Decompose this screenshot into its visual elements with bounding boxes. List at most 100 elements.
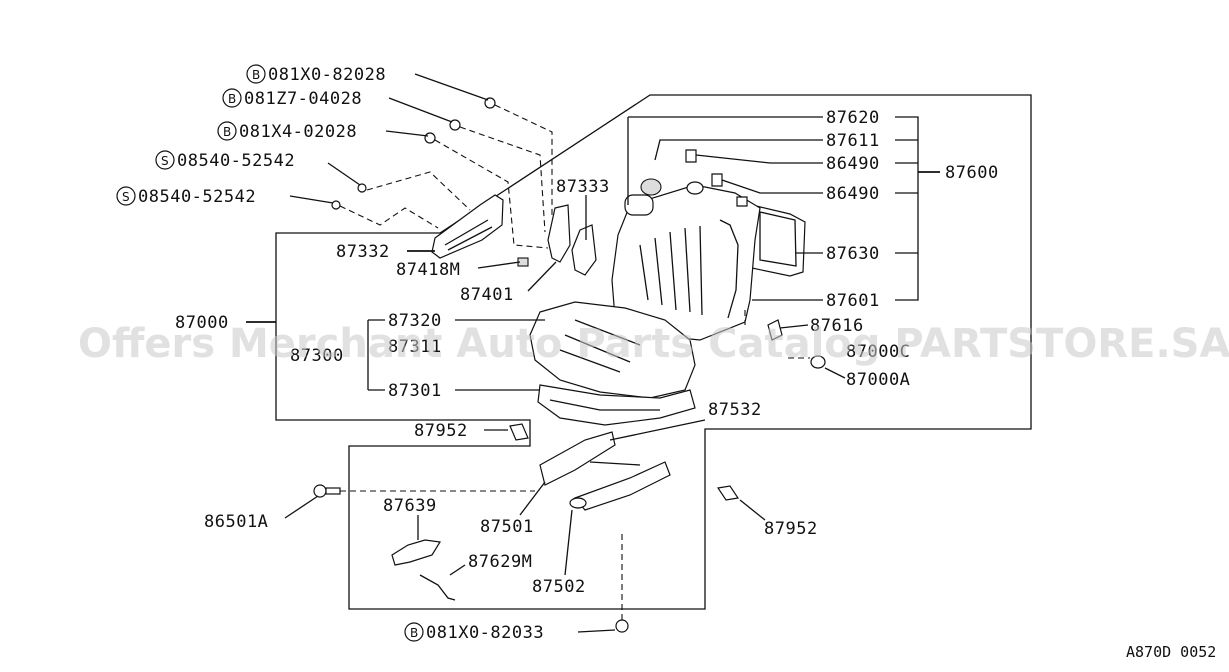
- label-86501A: 86501A: [204, 512, 268, 532]
- bracket-87300-ticks: [368, 319, 385, 391]
- clip-86490-a: [685, 149, 697, 163]
- leader-87418M: [477, 261, 521, 269]
- label-87502: 87502: [532, 577, 586, 597]
- label-87501: 87501: [480, 517, 534, 537]
- label-87630: 87630: [826, 244, 880, 264]
- lift-lever: [391, 539, 441, 566]
- label-s1: 08540-52542: [177, 151, 295, 171]
- bracket-87600-ticks: [895, 139, 918, 254]
- label-87952a: 87952: [414, 421, 468, 441]
- leader-s2: [289, 195, 334, 204]
- bolt-symbol-bottom: B: [404, 622, 424, 642]
- bolt-bottom: [615, 619, 629, 633]
- bolt-symbol-b3: B: [217, 121, 237, 141]
- reference-code: A870D 0052: [1126, 643, 1216, 661]
- label-b-bottom: 081X0-82033: [426, 623, 544, 643]
- bolt-b3: [424, 132, 436, 144]
- label-87401: 87401: [460, 285, 514, 305]
- bolt-b2: [449, 119, 461, 131]
- recliner-cover: [431, 194, 504, 259]
- label-87300: 87300: [290, 346, 344, 366]
- slide-rail-right: [573, 461, 671, 511]
- svg-text:B: B: [252, 68, 260, 82]
- watermark: Offers Merchant Auto Parts Catalog PARTS…: [78, 321, 1229, 367]
- label-86490a: 86490: [826, 154, 880, 174]
- clip-86490-c: [736, 196, 748, 207]
- label-87333: 87333: [556, 177, 610, 197]
- screw-symbol-s1: S: [155, 150, 175, 170]
- leader-86490a: [695, 154, 823, 164]
- label-87311: 87311: [388, 337, 442, 357]
- dash-b3: [434, 139, 549, 249]
- leader-87616: [779, 324, 809, 329]
- screw-symbol-s2: S: [116, 186, 136, 206]
- leader-b1: [414, 73, 489, 101]
- label-b1: 081X0-82028: [268, 65, 386, 85]
- label-87952b: 87952: [764, 519, 818, 539]
- recliner-bracket: [547, 204, 571, 263]
- clip-87952-a: [509, 423, 529, 441]
- label-87620: 87620: [826, 108, 880, 128]
- label-87629M: 87629M: [468, 552, 532, 572]
- label-87611: 87611: [826, 131, 880, 151]
- screw-s2: [331, 200, 341, 210]
- clip-87616: [767, 319, 783, 341]
- leader-87952b: [739, 499, 766, 521]
- recliner-cover-detail: [444, 219, 493, 251]
- seatback-frame-inner: [759, 211, 797, 267]
- label-87418M: 87418M: [396, 260, 460, 280]
- svg-text:S: S: [161, 154, 169, 168]
- bolt-86501A-shank: [325, 487, 341, 495]
- svg-text:B: B: [223, 125, 231, 139]
- seat-frame-rail: [549, 399, 660, 411]
- recliner-bracket-2: [571, 224, 597, 276]
- label-b3: 081X4-02028: [239, 122, 357, 142]
- label-87532: 87532: [708, 400, 762, 420]
- label-87301: 87301: [388, 381, 442, 401]
- bolt-symbol-b2: B: [222, 88, 242, 108]
- leader-87401: [527, 261, 557, 292]
- dash-b2: [459, 126, 546, 233]
- clip-86490-b: [711, 173, 723, 187]
- seat-frame: [537, 384, 696, 426]
- leader-87532: [609, 419, 706, 441]
- bracket-87600: [895, 116, 919, 301]
- headrest-guide-left: [640, 178, 662, 196]
- leader-87501: [519, 481, 546, 516]
- leader-87000A: [824, 367, 846, 379]
- clip-87952-b: [716, 485, 740, 501]
- rail-connector: [589, 461, 641, 466]
- bolt-86501A: [313, 484, 327, 498]
- label-87616: 87616: [810, 316, 864, 336]
- headrest-guide-right: [686, 181, 704, 195]
- leader-87611: [654, 139, 823, 161]
- label-87000A: 87000A: [846, 370, 910, 390]
- rail-lever: [569, 497, 587, 509]
- leader-bottom: [577, 629, 616, 633]
- label-87000: 87000: [175, 313, 229, 333]
- leader-86501A: [284, 495, 319, 519]
- seat-cushion: [529, 301, 696, 399]
- seatback-side: [719, 219, 739, 319]
- leader-87502: [564, 509, 573, 576]
- svg-text:B: B: [410, 626, 418, 640]
- lever-cable: [419, 574, 456, 601]
- label-87000C: 87000C: [846, 342, 910, 362]
- dash-s1: [366, 171, 471, 211]
- seatback-stitching: [639, 225, 703, 316]
- headrest-guide-body: [624, 194, 654, 216]
- svg-text:B: B: [228, 92, 236, 106]
- label-87320: 87320: [388, 311, 442, 331]
- screw-s1: [357, 183, 367, 193]
- leader-87629M: [449, 564, 466, 576]
- svg-text:S: S: [122, 190, 130, 204]
- leader-s1: [327, 162, 361, 186]
- bolt-symbol-b1: B: [246, 64, 266, 84]
- label-87332: 87332: [336, 242, 390, 262]
- dash-b1: [494, 104, 553, 218]
- slide-rail-left: [539, 431, 616, 486]
- part-87000A: [810, 355, 826, 369]
- dash-s2: [339, 205, 439, 229]
- label-87601: 87601: [826, 291, 880, 311]
